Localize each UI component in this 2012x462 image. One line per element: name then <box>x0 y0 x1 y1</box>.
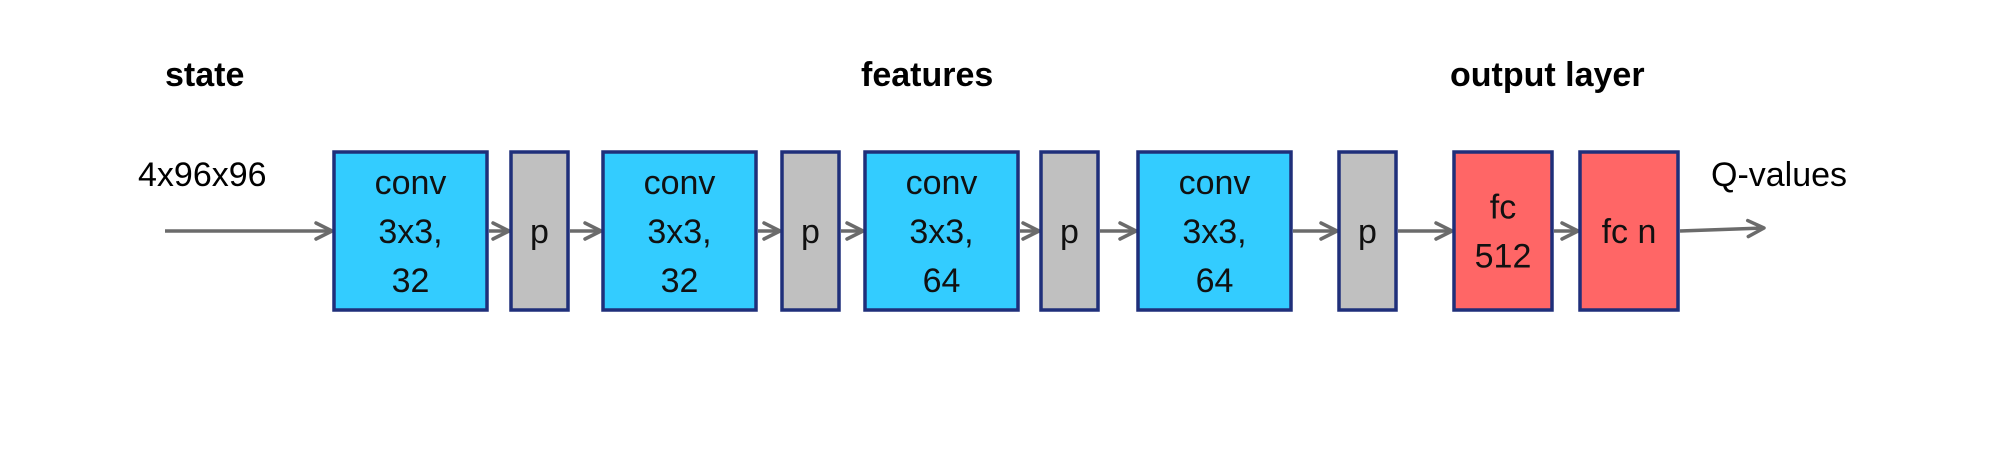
heading-state: state <box>165 56 244 94</box>
conv-block-label: 32 <box>392 262 430 300</box>
pool-block-box <box>1039 150 1100 312</box>
fc-block-label: 512 <box>1475 238 1532 276</box>
conv-block-label: conv <box>1179 164 1251 202</box>
conv-block-box <box>863 150 1020 312</box>
connector-arrows <box>165 218 1766 241</box>
conv-block: conv 3x3, 32 <box>601 150 758 312</box>
conv-block-label: 3x3, <box>1182 213 1246 251</box>
pool-block: p <box>509 150 570 312</box>
conv-block-label: 3x3, <box>647 213 711 251</box>
conv-block-label: conv <box>906 164 978 202</box>
pool-block: p <box>780 150 841 312</box>
heading-output-layer: output layer <box>1450 56 1645 94</box>
pool-block: p <box>1337 150 1398 312</box>
conv-block-box <box>601 150 758 312</box>
conv-block-label: conv <box>644 164 716 202</box>
network-blocks: conv 3x3, 32 p conv 3x3, 32 p conv 3x3, 64 p conv 3x3… <box>332 150 1680 312</box>
conv-block-label: 3x3, <box>909 213 973 251</box>
pool-block-label: p <box>530 213 549 251</box>
conv-block-label: 32 <box>661 262 699 300</box>
fc-block-label: fc n <box>1602 213 1657 251</box>
pool-block-label: p <box>801 213 820 251</box>
conv-block: conv 3x3, 64 <box>1136 150 1293 312</box>
fc-block-box <box>1578 150 1680 312</box>
fc-block-box <box>1452 150 1554 312</box>
conv-block-label: conv <box>375 164 447 202</box>
conv-block-label: 3x3, <box>378 213 442 251</box>
conv-block: conv 3x3, 64 <box>863 150 1020 312</box>
fc-block-label: fc <box>1490 189 1516 227</box>
conv-block-label: 64 <box>923 262 961 300</box>
conv-block: conv 3x3, 32 <box>332 150 489 312</box>
pool-block-box <box>509 150 570 312</box>
pool-block-box <box>1337 150 1398 312</box>
conv-block-label: 64 <box>1196 262 1234 300</box>
heading-features: features <box>861 56 993 94</box>
conv-block-box <box>1136 150 1293 312</box>
pool-block-box <box>780 150 841 312</box>
output-arrow <box>1679 218 1766 239</box>
q-values-label: Q-values <box>1711 156 1847 194</box>
pool-block-label: p <box>1358 213 1377 251</box>
pool-block-label: p <box>1060 213 1079 251</box>
fc-block: fc 512 <box>1452 150 1554 312</box>
conv-block-box <box>332 150 489 312</box>
pool-block: p <box>1039 150 1100 312</box>
fc-block: fc n <box>1578 150 1680 312</box>
input-shape-label: 4x96x96 <box>138 156 267 194</box>
